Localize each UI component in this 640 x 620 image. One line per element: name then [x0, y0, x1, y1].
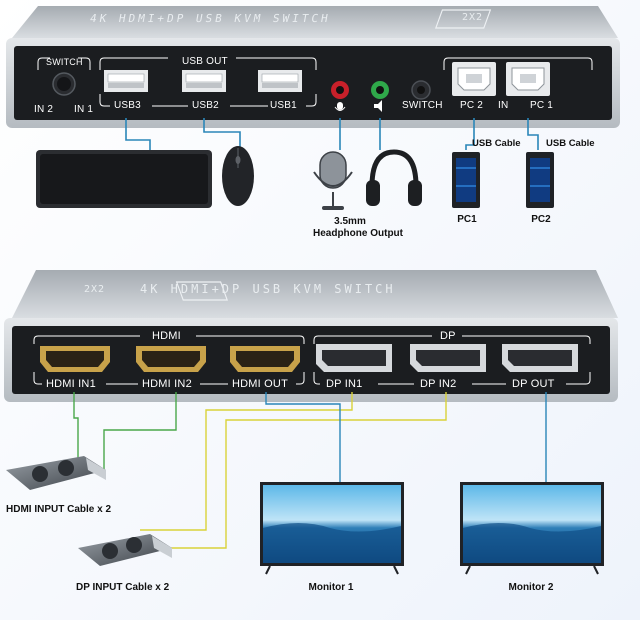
mouse-illustration [222, 146, 254, 206]
pc2-caption: PC2 [531, 214, 551, 225]
usb-port-3 [104, 70, 148, 92]
monitor-2-caption: Monitor 2 [508, 582, 554, 593]
gpu-hdmi-illustration [6, 456, 106, 490]
dp-out-label: DP OUT [512, 378, 555, 390]
usb-port-1 [258, 70, 302, 92]
usb-out-label: USB OUT [182, 56, 228, 67]
hdmi-out-label: HDMI OUT [232, 378, 288, 390]
usb-port-2 [182, 70, 226, 92]
bottom-device-badge: 2X2 [84, 284, 106, 295]
dp-out-port [502, 344, 578, 372]
hdmi-in2-label: HDMI IN2 [142, 378, 192, 390]
usb2-label: USB2 [192, 100, 219, 111]
headphone-size-caption: 3.5mm [334, 216, 366, 227]
dp-in2-label: DP IN2 [420, 378, 457, 390]
monitor-2-illustration [460, 482, 604, 575]
pc2-port-label: PC 2 [460, 100, 484, 111]
usb-b-port-pc1 [506, 62, 550, 96]
dp-in2-port [410, 344, 486, 372]
top-cables [125, 118, 539, 150]
headphones-illustration [366, 149, 422, 206]
switch-button-label: SWITCH [402, 100, 443, 111]
dp-in1-label: DP IN1 [326, 378, 363, 390]
pc2-tower-illustration [526, 152, 554, 208]
top-kvm-device [6, 6, 620, 128]
microphone-illustration [313, 151, 353, 210]
top-device-title: 4K HDMI+DP USB KVM SWITCH [88, 12, 332, 25]
dp-group-label: DP [440, 330, 456, 342]
dp-in1-port [316, 344, 392, 372]
headphone-output-caption: Headphone Output [313, 228, 403, 239]
monitor-1-caption: Monitor 1 [308, 582, 354, 593]
bottom-device-title: 4K HDMI+DP USB KVM SWITCH [140, 282, 396, 296]
usb1-label: USB1 [270, 100, 297, 111]
pc1-port-label: PC 1 [530, 100, 554, 111]
hdmi-group-label: HDMI [152, 330, 181, 342]
usb-cable-caption-1: USB Cable [472, 138, 521, 149]
usb3-label: USB3 [114, 100, 141, 111]
in2-label: IN 2 [34, 104, 54, 115]
monitor-1-illustration [260, 482, 404, 575]
keyboard-illustration [36, 150, 212, 208]
gpu-dp-illustration [78, 534, 172, 566]
bottom-kvm-device [4, 270, 618, 402]
usb-cable-caption-2: USB Cable [546, 138, 595, 149]
usb-b-port-pc2 [452, 62, 496, 96]
hdmi-out-port [230, 346, 300, 372]
pc1-tower-illustration [452, 152, 480, 208]
hdmi-in1-label: HDMI IN1 [46, 378, 96, 390]
pc1-caption: PC1 [457, 214, 477, 225]
hdmi-in2-port [136, 346, 206, 372]
hdmi-cable-caption: HDMI INPUT Cable x 2 [6, 504, 112, 515]
top-device-badge: 2X2 [462, 12, 484, 23]
switch-knob-label: SWITCH [46, 57, 83, 67]
in-port-label: IN [498, 100, 509, 111]
hdmi-in1-port [40, 346, 110, 372]
dp-cable-caption: DP INPUT Cable x 2 [76, 582, 170, 593]
in1-label: IN 1 [74, 104, 94, 115]
